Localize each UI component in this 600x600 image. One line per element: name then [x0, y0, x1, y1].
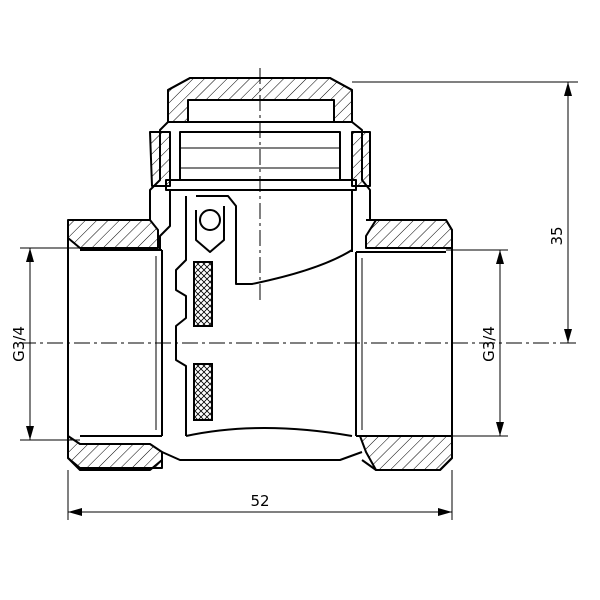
- right-port: [355, 219, 453, 471]
- body-bottom-outline: [161, 451, 363, 461]
- dimension-overall-length: 52: [67, 470, 453, 520]
- dimension-thread-left: G3/4: [10, 247, 80, 441]
- overall-length-label: 52: [250, 492, 269, 510]
- upper-gasket: [193, 261, 213, 327]
- right-port-outline: [361, 219, 453, 471]
- left-port-bottom-wall: [67, 435, 163, 469]
- left-port-top-wall: [67, 219, 159, 249]
- lower-gasket: [193, 363, 213, 421]
- thread-left-label: G3/4: [10, 326, 28, 362]
- swing-disc: [193, 195, 353, 421]
- disc-arm: [196, 195, 353, 285]
- bonnet-right-wall: [351, 131, 371, 187]
- height-label: 35: [548, 226, 566, 245]
- right-port-top-wall: [365, 219, 453, 249]
- seal-ring: [165, 179, 357, 191]
- dimension-thread-right: G3/4: [446, 249, 508, 437]
- bonnet-left-wall: [149, 131, 171, 187]
- dimension-height: 35: [352, 81, 578, 343]
- left-port-outline: [67, 220, 163, 471]
- hinge-pin: [199, 209, 221, 231]
- thread-right-label: G3/4: [480, 326, 498, 362]
- left-port: [67, 219, 163, 471]
- right-port-bottom-wall: [359, 435, 453, 471]
- seat-partition: [175, 196, 187, 436]
